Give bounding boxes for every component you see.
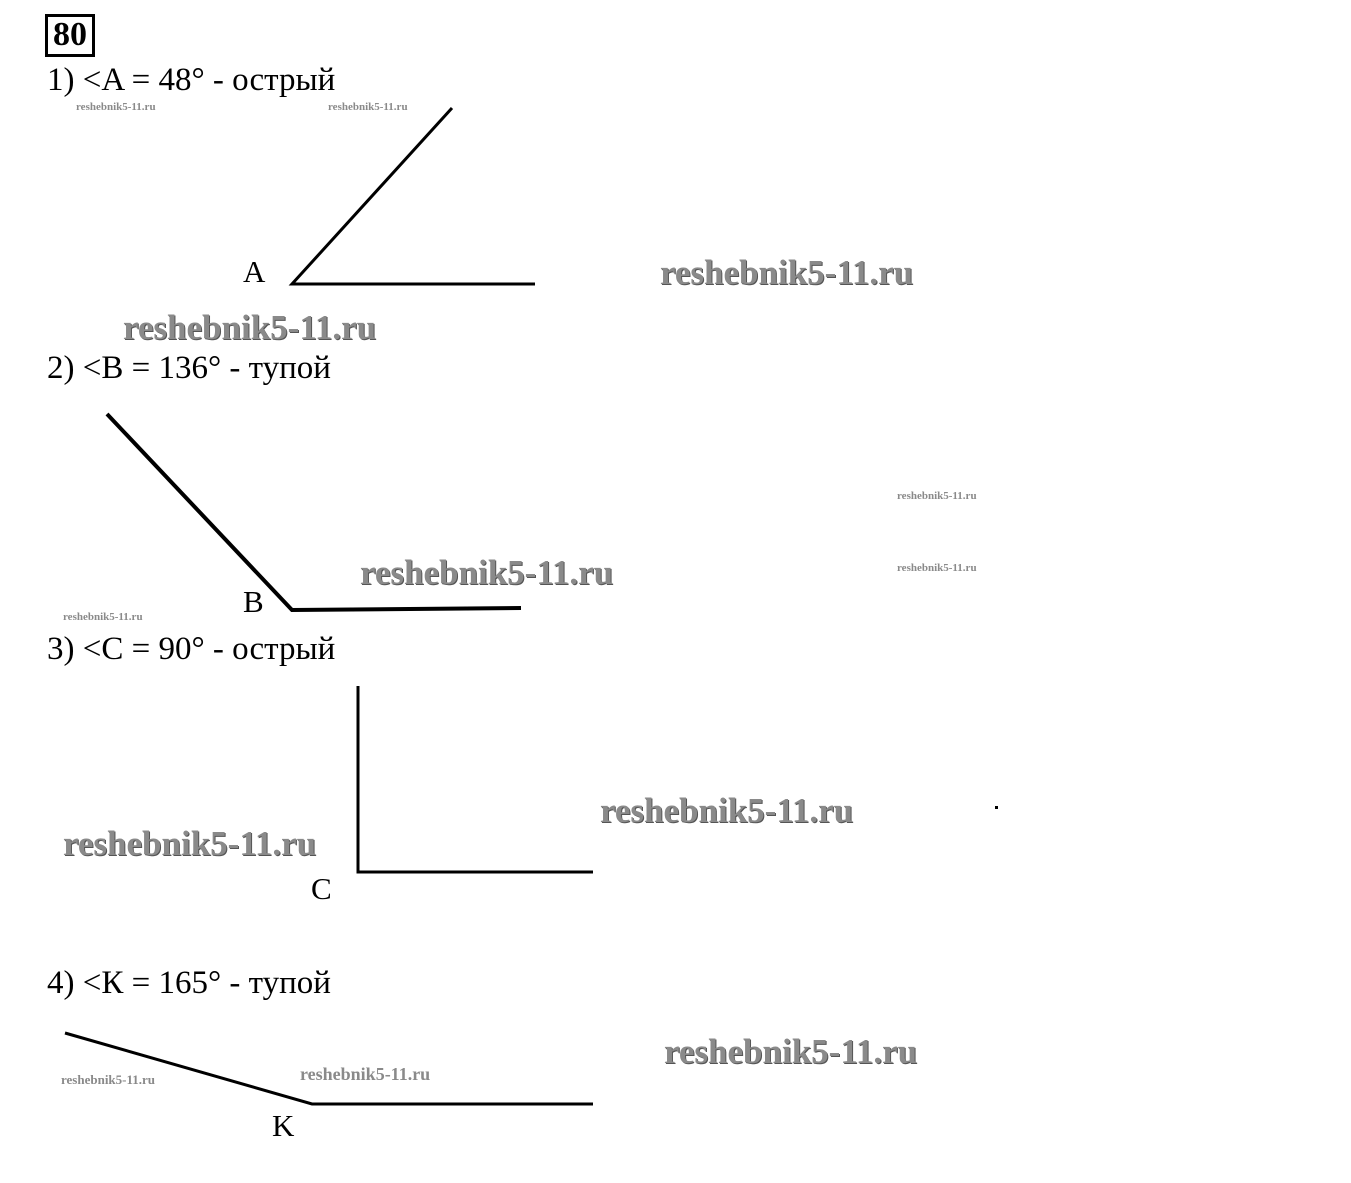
watermark: reshebnik5-11.ru [328,101,408,113]
watermark: reshebnik5-11.ru [300,1064,431,1084]
problem-number: 80 [45,14,95,57]
item-3-heading: 3) <C = 90° - острый [47,631,336,667]
angle-a [288,106,535,286]
watermark: reshebnik5-11.ru [660,253,914,292]
item-4-heading: 4) <К = 165° - тупой [47,965,331,1001]
watermark: reshebnik5-11.ru [63,824,317,863]
angle-c [356,686,593,874]
item-2-heading: 2) <B = 136° - тупой [47,350,331,386]
watermark: reshebnik5-11.ru [76,101,156,113]
vertex-label-a: A [243,254,266,289]
watermark: reshebnik5-11.ru [897,562,977,574]
vertex-label-b: B [243,584,264,619]
vertex-label-c: C [311,871,332,906]
item-1-heading: 1) <A = 48° - острый [47,62,336,98]
stray-mark [995,806,998,809]
watermark: reshebnik5-11.ru [61,1072,156,1087]
watermark: reshebnik5-11.ru [123,308,377,347]
angle-b [105,412,522,613]
watermark: reshebnik5-11.ru [63,611,143,623]
angle-k [64,1031,593,1106]
watermark: reshebnik5-11.ru [664,1032,918,1071]
watermark: reshebnik5-11.ru [600,791,854,830]
watermark: reshebnik5-11.ru [897,490,977,502]
watermark: reshebnik5-11.ru [360,553,614,592]
vertex-label-k: K [272,1108,295,1143]
